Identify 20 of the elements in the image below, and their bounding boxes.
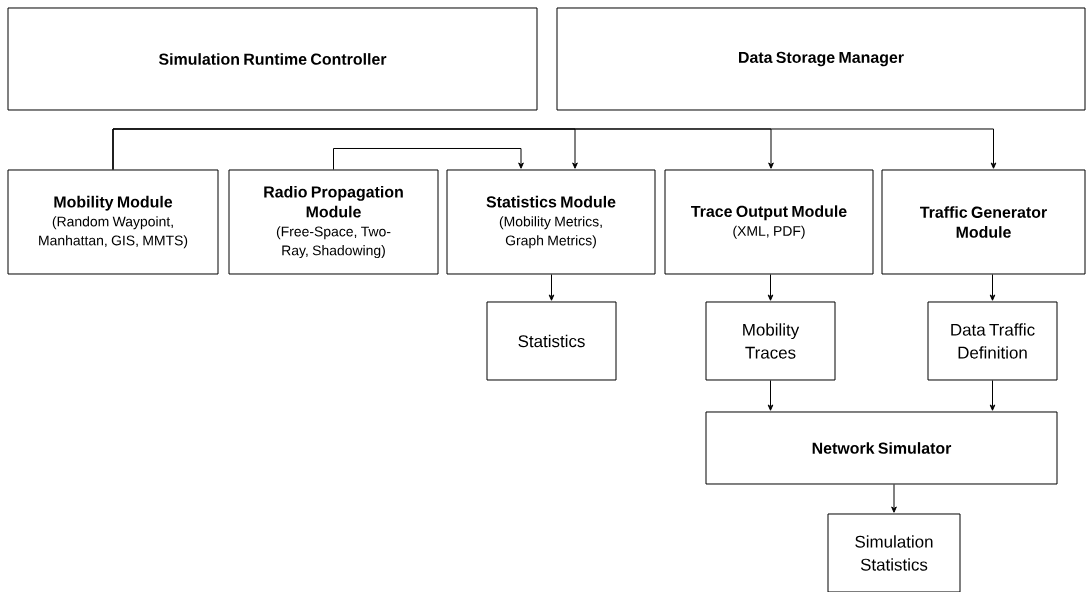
arrow bbox=[548, 274, 555, 301]
module-box: Radio Propagation Module (Free-Space, Two-Ray, Shadowing) bbox=[228, 169, 439, 275]
module-box: Mobility Module (Random Waypoint, Manhattan, GIS, MMTS) bbox=[7, 169, 219, 275]
module-box: Trace Output Module (XML, PDF) bbox=[664, 169, 874, 275]
arrow bbox=[891, 484, 897, 513]
output-box: Mobility Traces bbox=[705, 301, 836, 381]
top-box: Simulation Runtime Controller bbox=[7, 7, 538, 111]
module-box: Traffic Generator Module bbox=[881, 169, 1086, 275]
arrow bbox=[767, 274, 774, 301]
module-box: Network Simulator bbox=[705, 411, 1058, 485]
arrow bbox=[989, 274, 996, 301]
module-box: Statistics Module (Mobility Metrics, Graph Metrics) bbox=[446, 169, 656, 275]
arrow bbox=[989, 380, 996, 411]
arrow bbox=[767, 380, 774, 411]
output-box: Simulation Statistics bbox=[827, 513, 961, 592]
output-box: Statistics bbox=[486, 301, 617, 381]
arrow bbox=[112, 128, 997, 170]
top-box: Data Storage Manager bbox=[556, 7, 1086, 111]
output-box: Data Traffic Definition bbox=[927, 301, 1058, 381]
arrow bbox=[333, 148, 524, 170]
